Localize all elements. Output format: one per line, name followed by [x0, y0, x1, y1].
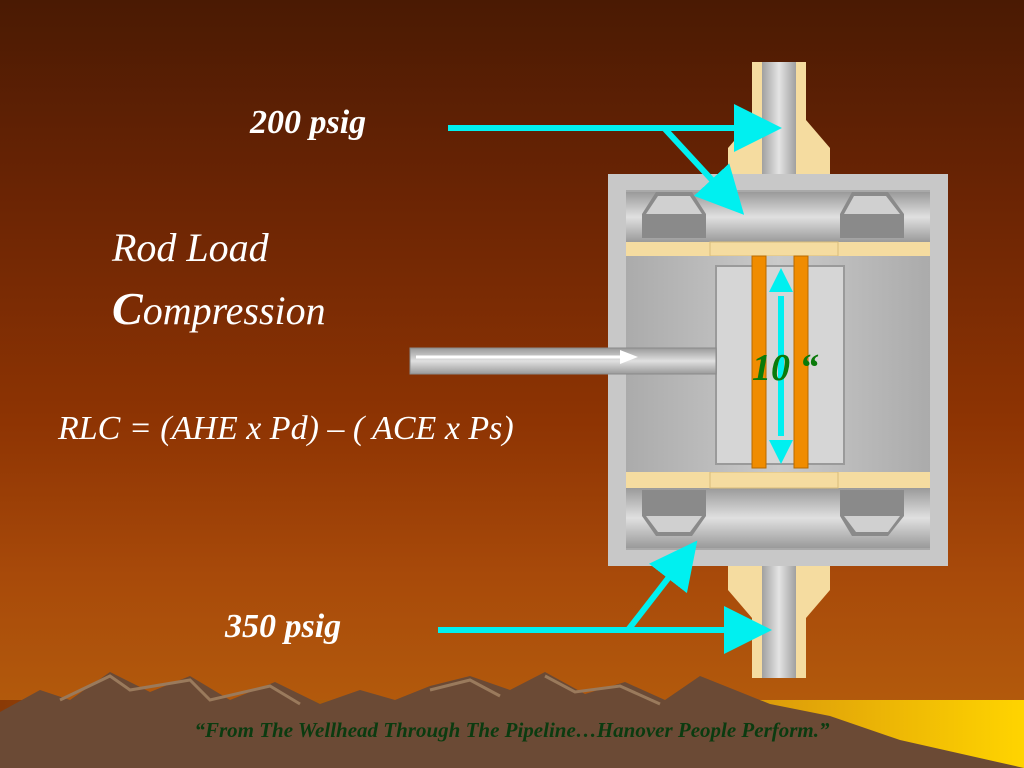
- title-line-1: Rod Load: [112, 225, 269, 270]
- lower-liner-center: [709, 471, 839, 489]
- upper-right-valve-face: [844, 196, 900, 214]
- suction-branch-arrow: [625, 540, 698, 632]
- lower-right-valve-face: [844, 516, 900, 532]
- mountains: [0, 672, 1024, 768]
- discharge-pressure-label: 200 psig: [250, 104, 367, 141]
- title-line-2: Compression: [112, 282, 326, 335]
- bottom-nozzle: [762, 566, 796, 678]
- upper-liner-center: [709, 241, 839, 257]
- piston-rod: [409, 347, 717, 375]
- dimension-arrow-top: [769, 268, 793, 292]
- piston-ring-left: [751, 255, 767, 469]
- title-rest: ompression: [142, 288, 326, 333]
- footer-tagline: “From The Wellhead Through The Pipeline……: [194, 718, 830, 742]
- title-initial: C: [112, 283, 143, 334]
- dimension-arrow-bottom: [769, 440, 793, 464]
- upper-left-valve-face: [646, 196, 702, 214]
- suction-pressure-label: 350 psig: [225, 608, 342, 645]
- mountain-ridges: [59, 674, 661, 706]
- discharge-branch-arrow: [661, 125, 745, 215]
- piston-ring-right: [793, 255, 809, 469]
- dimension-label: 10 “: [752, 347, 819, 389]
- lower-left-valve-face: [646, 516, 702, 532]
- rod-motion-arrowhead: [620, 350, 638, 364]
- rlc-formula: RLC = (AHE x Pd) – ( ACE x Ps): [58, 410, 514, 447]
